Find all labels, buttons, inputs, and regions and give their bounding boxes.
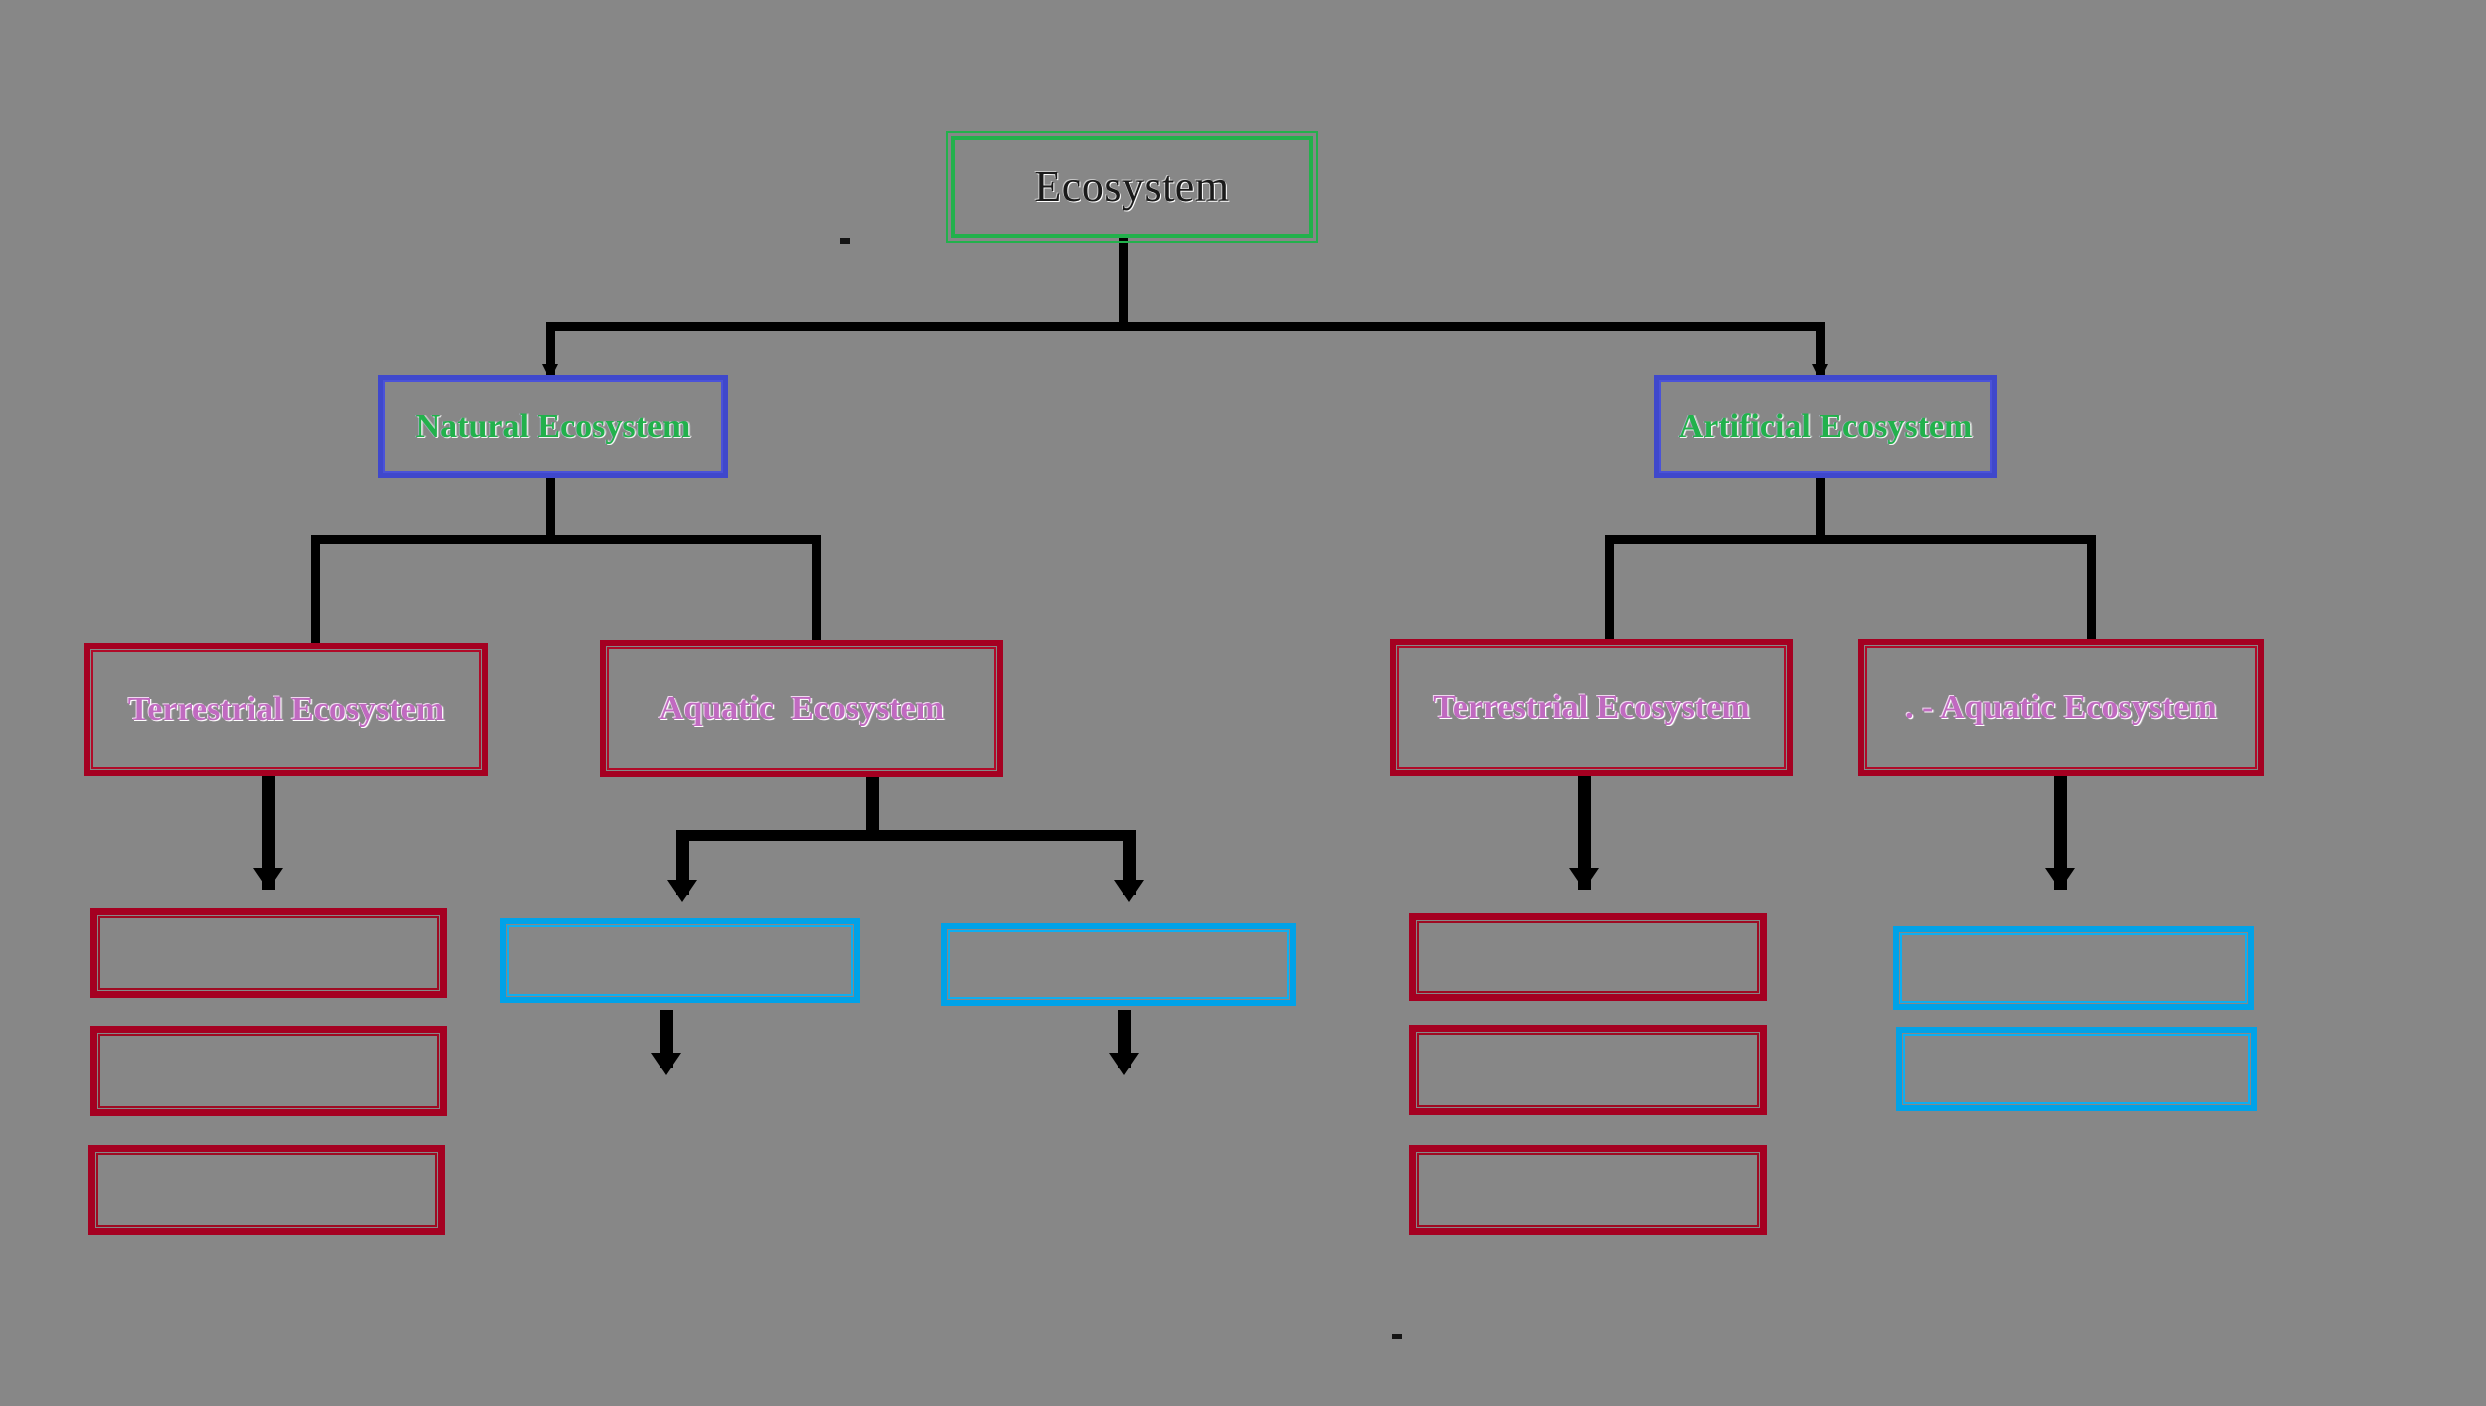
artifact-speck-upper	[840, 238, 850, 244]
arrow-cyan-right-dangling-icon	[1109, 1053, 1139, 1075]
node-artificial-terrestrial[interactable]: Terrestrial Ecosystem	[1390, 639, 1793, 776]
connector-artificial-right-drop	[2087, 535, 2096, 645]
connector-art-aqua-to-leaf	[2054, 775, 2067, 890]
connector-natural-left-drop	[311, 535, 320, 645]
leaf-artificial-aquatic-2[interactable]	[1896, 1027, 2257, 1111]
node-ecosystem-root-label: Ecosystem	[1034, 161, 1230, 211]
connector-artificial-bar	[1605, 535, 2096, 544]
node-natural-terrestrial[interactable]: Terrestrial Ecosystem	[84, 643, 488, 776]
leaf-natural-aquatic-1[interactable]	[500, 918, 860, 1003]
connector-to-natural	[546, 322, 555, 376]
connector-to-artificial	[1816, 322, 1825, 376]
arrow-nat-terr-leaf-icon	[253, 868, 283, 890]
arrow-nat-aqua-right-icon	[1114, 880, 1144, 902]
leaf-artificial-aquatic-1[interactable]	[1893, 926, 2254, 1010]
node-artificial-ecosystem[interactable]: Artificial Ecosystem	[1654, 375, 1997, 478]
connector-nat-aqua-stem	[866, 775, 879, 840]
arrow-art-aqua-leaf-icon	[2045, 868, 2075, 890]
node-natural-ecosystem-label: Natural Ecosystem	[415, 407, 691, 445]
connector-nat-aqua-bar	[676, 830, 1136, 841]
connector-artificial-left-drop	[1605, 535, 1614, 645]
node-natural-aquatic[interactable]: Aquatic Ecosystem	[600, 640, 1003, 777]
node-artificial-terrestrial-label: Terrestrial Ecosystem	[1433, 688, 1750, 726]
arrow-cyan-left-dangling-icon	[651, 1053, 681, 1075]
connector-nat-aqua-right-drop	[1123, 830, 1136, 895]
connector-level2-bar	[546, 322, 1825, 331]
leaf-artificial-terrestrial-3[interactable]	[1409, 1145, 1767, 1235]
connector-root-stem	[1119, 238, 1128, 328]
leaf-natural-terrestrial-3[interactable]	[88, 1145, 445, 1235]
node-artificial-ecosystem-label: Artificial Ecosystem	[1678, 407, 1973, 445]
leaf-natural-terrestrial-1[interactable]	[90, 908, 447, 998]
arrow-art-terr-leaf-icon	[1569, 868, 1599, 890]
leaf-artificial-terrestrial-1[interactable]	[1409, 913, 1767, 1001]
node-natural-aquatic-label: Aquatic Ecosystem	[658, 689, 945, 727]
leaf-natural-aquatic-2[interactable]	[941, 923, 1296, 1006]
connector-natural-bar	[311, 535, 821, 544]
node-natural-terrestrial-label: Terrestrial Ecosystem	[127, 690, 445, 728]
connector-artificial-stem	[1816, 478, 1825, 540]
leaf-artificial-terrestrial-2[interactable]	[1409, 1025, 1767, 1115]
arrow-nat-aqua-left-icon	[667, 880, 697, 902]
connector-nat-aqua-left-drop	[676, 830, 689, 895]
connector-natural-right-drop	[812, 535, 821, 645]
leaf-natural-terrestrial-2[interactable]	[90, 1026, 447, 1116]
node-natural-ecosystem[interactable]: Natural Ecosystem	[378, 375, 728, 478]
connector-nat-terr-to-leaf	[262, 775, 275, 890]
node-ecosystem-root[interactable]: Ecosystem	[946, 131, 1318, 243]
artifact-speck-lower	[1392, 1334, 1402, 1339]
connector-natural-stem	[546, 478, 555, 540]
connector-art-terr-to-leaf	[1578, 775, 1591, 890]
node-artificial-aquatic-label: . - Aquatic Ecosystem	[1905, 688, 2217, 726]
node-artificial-aquatic[interactable]: . - Aquatic Ecosystem	[1858, 639, 2264, 776]
